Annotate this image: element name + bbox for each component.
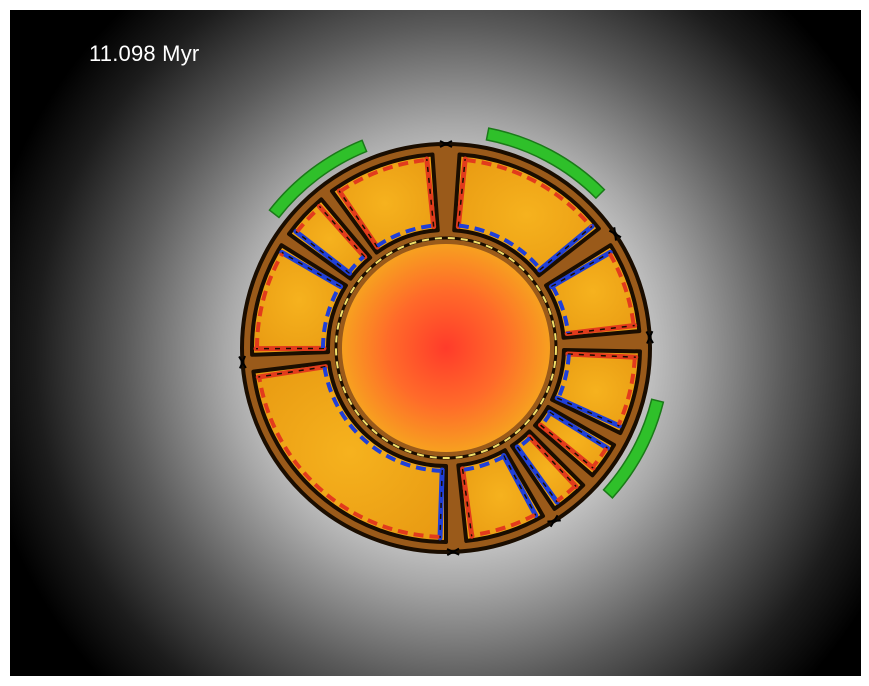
flow-wall-right-dash xyxy=(567,324,635,335)
flow-wall-left-dash xyxy=(551,251,611,288)
continent-arc-icon xyxy=(485,127,606,200)
core-flow xyxy=(322,366,442,473)
convection-cell xyxy=(550,348,642,436)
flow-wall-left-dash xyxy=(457,158,466,227)
convection-cell xyxy=(287,197,373,281)
core-flow xyxy=(321,285,342,349)
flow-wall-right-dash xyxy=(426,158,435,227)
flow-wall-left-dash xyxy=(528,436,577,488)
core-flow xyxy=(462,454,505,472)
surface-flow xyxy=(472,513,536,538)
convection-cell xyxy=(544,243,642,340)
surface-flow xyxy=(465,158,593,228)
surface-flow xyxy=(591,447,608,469)
arrow-marker-icon xyxy=(238,355,247,369)
mantle-convection-scene xyxy=(238,127,665,556)
flow-wall-right-dash xyxy=(258,365,326,378)
flow-wall-left-dash xyxy=(549,411,608,449)
surface-flow xyxy=(339,158,427,193)
cell-body xyxy=(251,360,448,544)
cell-body xyxy=(550,348,642,436)
flow-wall-right-dash xyxy=(318,205,366,258)
planet-core xyxy=(342,244,550,452)
plate-boundary-markers xyxy=(238,140,654,556)
core-flow xyxy=(376,223,434,248)
elapsed-time-label: 11.098 Myr xyxy=(89,41,200,66)
continents xyxy=(268,127,665,499)
convection-cell xyxy=(452,152,601,278)
core-flow xyxy=(550,285,571,334)
convection-cell xyxy=(456,448,545,543)
flow-wall-left-dash xyxy=(502,455,537,516)
core-flow xyxy=(556,354,571,399)
core-flow xyxy=(347,255,366,274)
flow-wall-right-dash xyxy=(461,468,473,537)
flow-wall-left-dash xyxy=(295,230,351,274)
core-flow xyxy=(458,223,542,271)
arrow-marker-icon xyxy=(608,227,622,241)
surface-flow xyxy=(255,252,285,349)
flow-wall-left-dash xyxy=(439,469,443,538)
continent-arc-icon xyxy=(268,139,368,219)
arrow-marker-icon xyxy=(645,330,654,344)
convection-cell xyxy=(329,152,440,255)
flow-wall-left-dash xyxy=(338,190,379,248)
flow-wall-right-dash xyxy=(516,446,558,503)
surface-flow xyxy=(257,377,440,539)
cell-body xyxy=(250,243,348,357)
convection-cell xyxy=(533,405,617,478)
flow-wall-right-dash xyxy=(539,225,593,271)
flow-wall-right-dash xyxy=(281,251,341,288)
flow-wall-right-dash xyxy=(556,397,620,427)
convection-cell xyxy=(509,429,586,511)
convection-cell xyxy=(250,243,348,357)
cell-body xyxy=(452,152,601,278)
core-boundary-dashes xyxy=(335,237,557,459)
convection-cells xyxy=(250,152,642,544)
flow-wall-left-dash xyxy=(567,353,636,359)
flow-wall-right-dash xyxy=(540,424,594,469)
continent-arc-icon xyxy=(602,398,665,499)
core-flow xyxy=(540,412,553,427)
cell-body xyxy=(456,448,545,543)
arrow-marker-icon xyxy=(446,547,460,556)
surface-flow xyxy=(616,357,637,426)
convection-cell xyxy=(251,360,448,544)
arrow-marker-icon xyxy=(439,140,453,148)
surface-flow xyxy=(555,484,577,503)
cell-body xyxy=(509,429,586,511)
arrow-marker-icon xyxy=(547,514,561,528)
core-flow xyxy=(517,436,532,450)
cell-body xyxy=(533,405,617,478)
simulation-viewport: 11.098 Myr xyxy=(10,10,861,676)
surface-flow xyxy=(295,206,321,233)
surface-flow xyxy=(607,252,636,326)
